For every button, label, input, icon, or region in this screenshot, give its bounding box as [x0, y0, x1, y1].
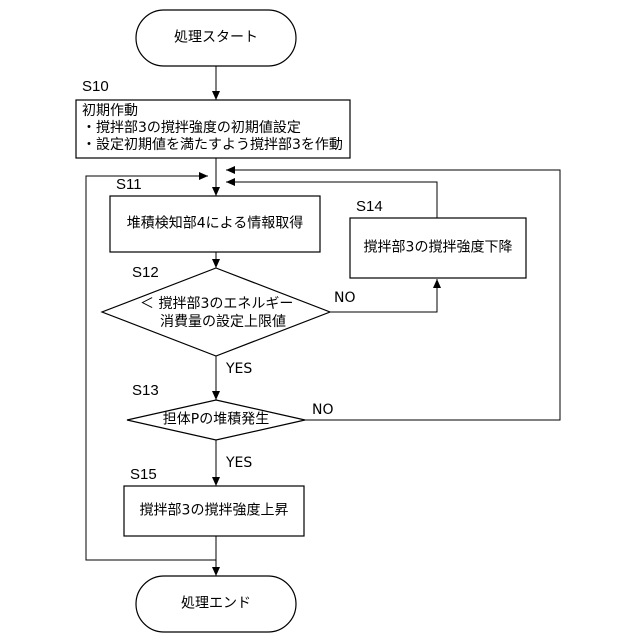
- s13-yes-label: YES: [226, 455, 252, 472]
- end-label: 処理エンド: [181, 596, 251, 613]
- s13-label: 担体Pの堆積発生: [163, 412, 269, 429]
- s15-step-id: S15: [130, 466, 157, 483]
- s12-yes-label: YES: [226, 361, 252, 378]
- s15-label: 撹拌部3の撹拌強度上昇: [140, 503, 289, 520]
- s10-step-id: S10: [82, 78, 109, 95]
- s11-step-id: S11: [116, 176, 142, 193]
- s13-step-id: S13: [132, 382, 159, 399]
- s10-title: 初期作動: [82, 103, 138, 120]
- s10-line-2: ・設定初期値を満たすよう撹拌部3を作動: [82, 137, 343, 154]
- s14-label: 撹拌部3の撹拌強度下降: [364, 240, 513, 257]
- s11-label: 堆積検知部4による情報取得: [127, 216, 304, 233]
- s12-line-1: ＜ 撹拌部3のエネルギー: [140, 296, 293, 313]
- s13-no-label: NO: [312, 402, 334, 419]
- s10-line-1: ・撹拌部3の撹拌強度の初期値設定: [82, 120, 301, 137]
- s12-no-label: NO: [334, 290, 356, 307]
- s12-line-2: 消費量の設定上限値: [160, 314, 286, 331]
- s14-step-id: S14: [356, 198, 383, 215]
- start-label: 処理スタート: [174, 30, 258, 47]
- s12-step-id: S12: [132, 264, 159, 281]
